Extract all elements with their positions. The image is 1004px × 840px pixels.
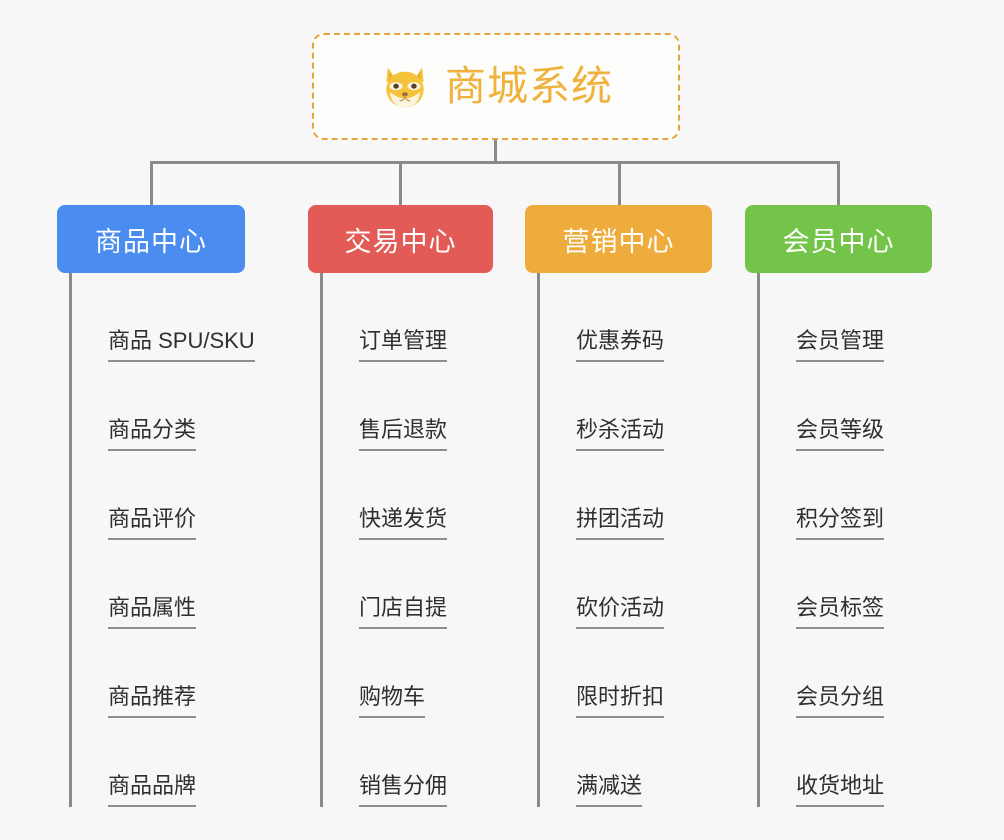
leaf-item-label: 订单管理 <box>359 327 448 362</box>
category-box-trade-center[interactable]: 交易中心 <box>308 205 493 273</box>
leaf-item[interactable]: 商品属性 <box>108 540 245 629</box>
leaf-item[interactable]: 购物车 <box>359 629 493 718</box>
connector-drop-member-center <box>837 161 840 207</box>
leaf-item[interactable]: 销售分佣 <box>359 718 493 807</box>
connector-drop-trade-center <box>399 161 402 207</box>
leaf-item[interactable]: 订单管理 <box>359 273 493 362</box>
leaf-item[interactable]: 会员标签 <box>796 540 932 629</box>
leaf-item-label: 会员管理 <box>796 327 885 362</box>
leaf-item-label: 会员标签 <box>796 594 885 629</box>
leaf-item-label: 积分签到 <box>796 505 885 540</box>
category-column-trade-center: 交易中心订单管理售后退款快递发货门店自提购物车销售分佣 <box>308 205 493 807</box>
category-column-product-center: 商品中心商品 SPU/SKU 商品分类商品评价商品属性商品推荐商品品牌 <box>57 205 255 807</box>
category-box-member-center[interactable]: 会员中心 <box>745 205 932 273</box>
leaf-list-product-center: 商品 SPU/SKU 商品分类商品评价商品属性商品推荐商品品牌 <box>69 273 255 807</box>
leaf-item-label: 销售分佣 <box>359 772 448 807</box>
root-node-title: 商城系统 <box>445 63 613 109</box>
leaf-item[interactable]: 商品品牌 <box>108 718 245 807</box>
leaf-item-label: 优惠券码 <box>576 327 665 362</box>
leaf-item-label: 满减送 <box>576 772 643 807</box>
leaf-item[interactable]: 会员分组 <box>796 629 932 718</box>
connector-root-stem <box>494 140 497 164</box>
leaf-item-label: 商品推荐 <box>108 683 197 718</box>
leaf-item-label: 秒杀活动 <box>576 416 665 451</box>
leaf-item[interactable]: 满减送 <box>576 718 712 807</box>
category-label: 商品中心 <box>95 226 207 257</box>
leaf-item[interactable]: 商品评价 <box>108 451 245 540</box>
leaf-item-label: 商品分类 <box>108 416 197 451</box>
leaf-item[interactable]: 限时折扣 <box>576 629 712 718</box>
category-box-marketing-center[interactable]: 营销中心 <box>525 205 712 273</box>
leaf-item[interactable]: 优惠券码 <box>576 273 712 362</box>
leaf-item[interactable]: 售后退款 <box>359 362 493 451</box>
leaf-item[interactable]: 拼团活动 <box>576 451 712 540</box>
leaf-item[interactable]: 积分签到 <box>796 451 932 540</box>
leaf-item[interactable]: 砍价活动 <box>576 540 712 629</box>
leaf-list-member-center: 会员管理会员等级积分签到会员标签会员分组收货地址 <box>757 273 932 807</box>
leaf-item-label: 商品 SPU/SKU <box>108 327 255 362</box>
leaf-item-label: 商品属性 <box>108 594 197 629</box>
category-label: 会员中心 <box>782 226 895 257</box>
leaf-item-label: 商品品牌 <box>108 772 197 807</box>
connector-horizontal-bus <box>150 161 840 164</box>
leaf-item[interactable]: 商品 SPU/SKU <box>108 273 255 362</box>
connector-drop-marketing-center <box>618 161 621 207</box>
leaf-list-marketing-center: 优惠券码秒杀活动拼团活动砍价活动限时折扣满减送 <box>537 273 712 807</box>
leaf-item-label: 会员分组 <box>796 683 885 718</box>
connector-drop-product-center <box>150 161 153 207</box>
leaf-item-label: 砍价活动 <box>576 594 665 629</box>
category-column-member-center: 会员中心会员管理会员等级积分签到会员标签会员分组收货地址 <box>745 205 932 807</box>
leaf-item[interactable]: 快递发货 <box>359 451 493 540</box>
leaf-item[interactable]: 会员管理 <box>796 273 932 362</box>
leaf-item-label: 限时折扣 <box>576 683 665 718</box>
leaf-item-label: 会员等级 <box>796 416 885 451</box>
leaf-item-label: 购物车 <box>359 683 426 718</box>
category-label: 交易中心 <box>344 226 457 257</box>
leaf-item[interactable]: 会员等级 <box>796 362 932 451</box>
leaf-item-label: 门店自提 <box>359 594 448 629</box>
shiba-dog-icon <box>386 67 424 109</box>
root-node-shop-system[interactable]: 商城系统 <box>312 33 680 140</box>
leaf-item-label: 售后退款 <box>359 416 448 451</box>
category-box-product-center[interactable]: 商品中心 <box>57 205 245 273</box>
leaf-item[interactable]: 商品分类 <box>108 362 245 451</box>
leaf-item-label: 拼团活动 <box>576 505 665 540</box>
leaf-item[interactable]: 秒杀活动 <box>576 362 712 451</box>
leaf-item[interactable]: 门店自提 <box>359 540 493 629</box>
leaf-item-label: 快递发货 <box>359 505 448 540</box>
leaf-item-label: 商品评价 <box>108 505 197 540</box>
category-column-marketing-center: 营销中心优惠券码秒杀活动拼团活动砍价活动限时折扣满减送 <box>525 205 712 807</box>
leaf-item-label: 收货地址 <box>796 772 885 807</box>
leaf-list-trade-center: 订单管理售后退款快递发货门店自提购物车销售分佣 <box>320 273 493 807</box>
category-label: 营销中心 <box>562 226 675 257</box>
leaf-item[interactable]: 收货地址 <box>796 718 932 807</box>
leaf-item[interactable]: 商品推荐 <box>108 629 245 718</box>
